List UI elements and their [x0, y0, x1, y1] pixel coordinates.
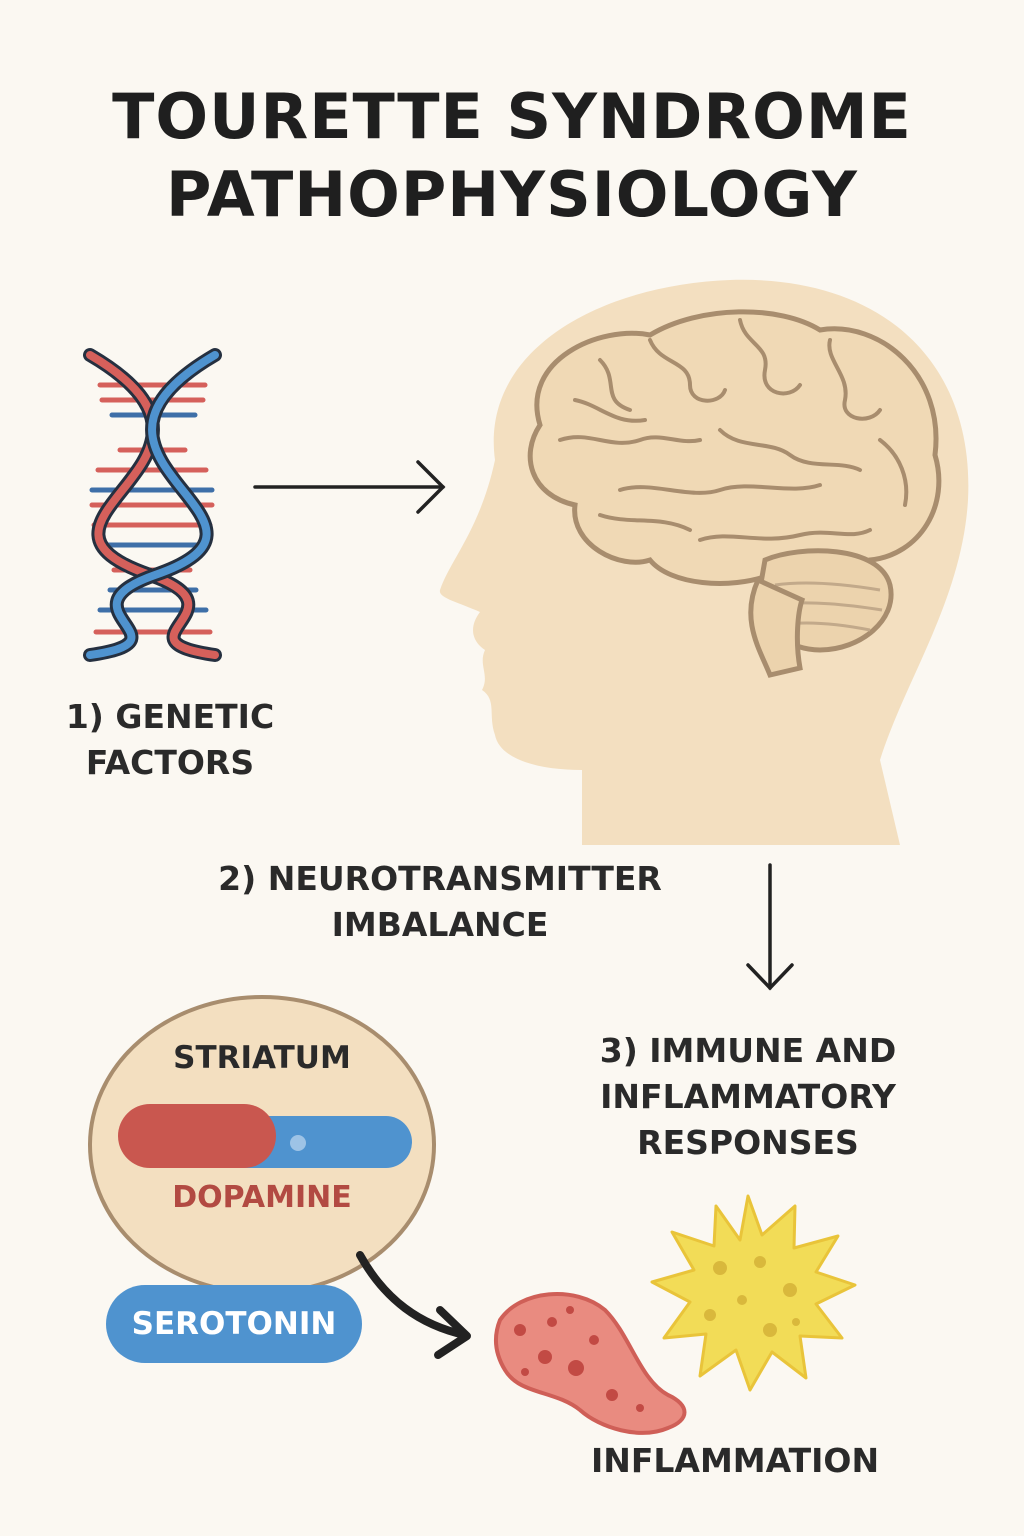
- arrow-right-icon: [253, 460, 446, 514]
- title-line-2: PATHOPHYSIOLOGY: [166, 158, 858, 231]
- diagram-title: TOURETTE SYNDROME PATHOPHYSIOLOGY: [0, 78, 1024, 234]
- step-neuro-line-1: 2) NEUROTRANSMITTER: [218, 859, 662, 898]
- step-genetic-label: 1) GENETIC FACTORS: [52, 694, 288, 786]
- inflamed-tissue-icon: [494, 1292, 687, 1435]
- step-immune-line-2: INFLAMMATORY: [600, 1077, 896, 1116]
- title-line-1: TOURETTE SYNDROME: [112, 80, 912, 153]
- arrow-down-icon: [746, 863, 794, 991]
- brain-icon: [527, 309, 942, 678]
- step-neuro-label: 2) NEUROTRANSMITTER IMBALANCE: [190, 856, 690, 948]
- step-neuro-line-2: IMBALANCE: [331, 905, 549, 944]
- inflammation-label: INFLAMMATION: [590, 1441, 880, 1480]
- step-immune-line-1: 3) IMMUNE AND: [599, 1031, 897, 1070]
- step-immune-line-3: RESPONSES: [637, 1123, 859, 1162]
- step-immune-label: 3) IMMUNE AND INFLAMMATORY RESPONSES: [570, 1028, 926, 1166]
- step-genetic-line-1: 1) GENETIC: [65, 697, 275, 736]
- arrow-curved-icon: [356, 1251, 471, 1359]
- striatum-label: STRIATUM: [173, 1040, 351, 1076]
- step-genetic-line-2: FACTORS: [85, 743, 255, 782]
- dopamine-label: DOPAMINE: [172, 1180, 352, 1215]
- virus-icon: [650, 1194, 857, 1392]
- serotonin-badge: SEROTONIN: [106, 1285, 362, 1363]
- capsule-icon: [118, 1104, 412, 1168]
- dna-helix-icon: [83, 348, 222, 662]
